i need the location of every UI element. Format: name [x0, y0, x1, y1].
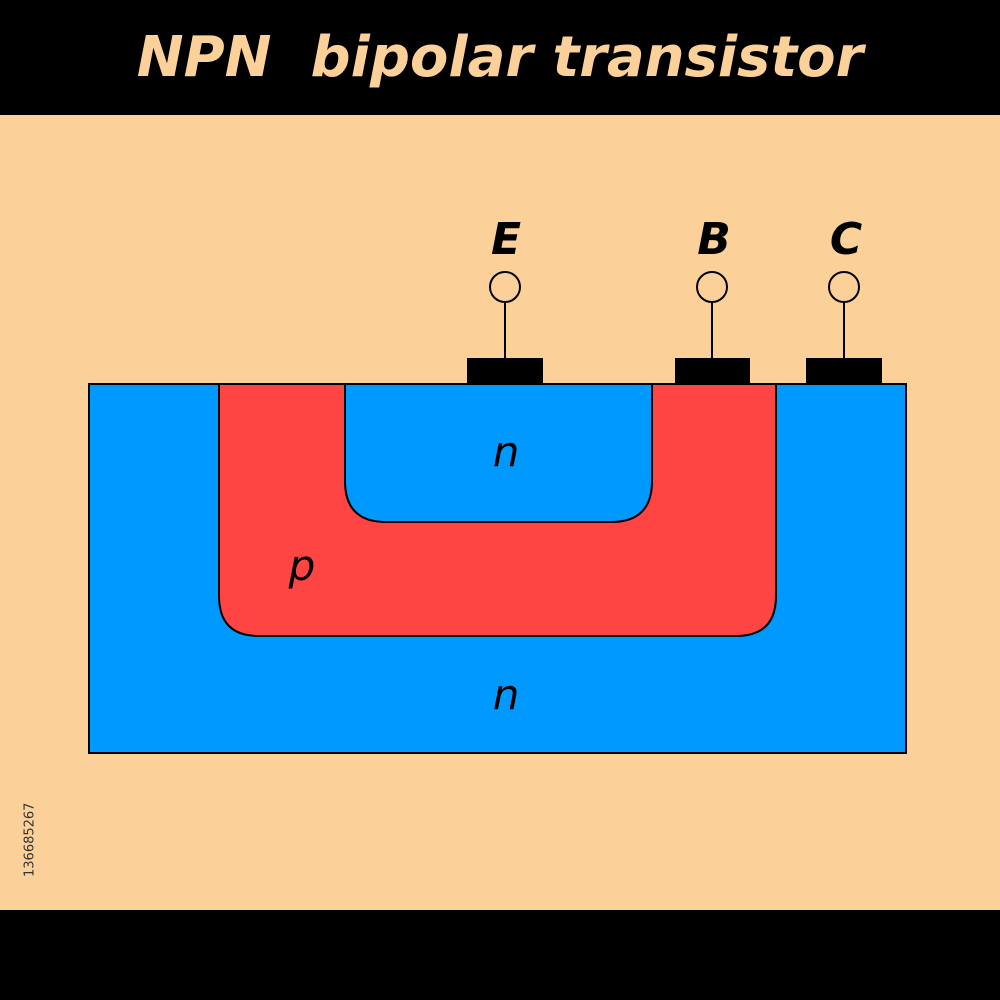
emitter-n-label: n	[493, 427, 520, 476]
base-p-label: p	[288, 541, 316, 590]
collector-n-label: n	[493, 670, 520, 719]
emitter-terminal	[489, 271, 521, 303]
stock-image-id: 136685267	[22, 802, 38, 878]
title-bar	[0, 0, 1000, 115]
emitter-label: E	[491, 214, 521, 265]
diagram-title: NPN bipolar transistor	[136, 25, 864, 90]
collector-terminal	[828, 271, 860, 303]
bottom-bar	[0, 910, 1000, 1000]
collector-label: C	[830, 214, 862, 265]
base-terminal	[696, 271, 728, 303]
base-label: B	[697, 214, 731, 265]
base-contact	[675, 358, 750, 384]
emitter-contact	[467, 358, 543, 384]
emitter-n-region	[344, 383, 653, 523]
collector-contact	[806, 358, 882, 384]
